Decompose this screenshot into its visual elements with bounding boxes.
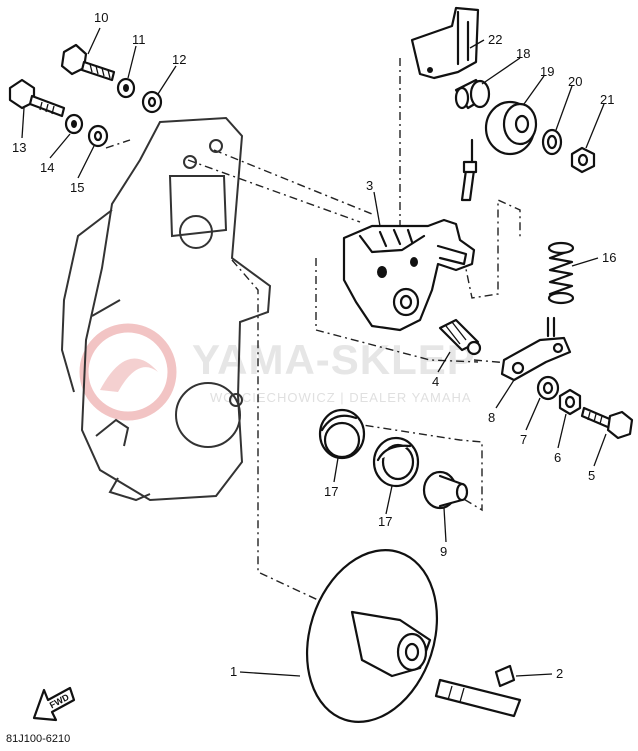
engine-case (60, 116, 272, 502)
part-12-washer[interactable] (141, 90, 163, 114)
callout-17-lower: 17 (378, 514, 392, 529)
callout-2: 2 (556, 666, 563, 681)
part-21-nut[interactable] (570, 146, 596, 174)
part-11-lock-washer[interactable] (116, 77, 136, 99)
callout-14: 14 (40, 160, 54, 175)
part-3-lever-housing[interactable] (342, 218, 476, 332)
callout-22: 22 (488, 32, 502, 47)
part-pin-rod (460, 138, 478, 202)
callout-4: 4 (432, 374, 439, 389)
watermark-subtitle: WOJCIECHOWICZ | DEALER YAMAHA (210, 390, 472, 405)
part-13-bolt[interactable] (8, 78, 66, 118)
callout-12: 12 (172, 52, 186, 67)
watermark-logo-mark (100, 358, 158, 392)
callout-9: 9 (440, 544, 447, 559)
part-19-roller[interactable] (484, 100, 538, 156)
fwd-arrow-icon: FWD (32, 686, 76, 722)
callout-5: 5 (588, 468, 595, 483)
part-20-washer[interactable] (541, 128, 563, 156)
callout-labels: 10 11 12 13 14 15 22 18 19 20 21 3 16 4 … (12, 10, 616, 681)
part-17-bushing-lower[interactable] (372, 436, 420, 488)
callout-20: 20 (568, 74, 582, 89)
part-4-adjuster[interactable] (438, 318, 482, 356)
part-10-bolt[interactable] (60, 43, 116, 82)
callout-6: 6 (554, 450, 561, 465)
part-7-washer[interactable] (536, 375, 560, 401)
part-8-lever[interactable] (500, 316, 572, 382)
part-5-bolt[interactable] (580, 406, 634, 440)
diagram-code: 81J100-6210 (6, 733, 70, 745)
callout-18: 18 (516, 46, 530, 61)
callout-3: 3 (366, 178, 373, 193)
callout-16: 16 (602, 250, 616, 265)
part-14-lock-washer[interactable] (64, 113, 84, 135)
part-18-collar[interactable] (454, 78, 491, 110)
callout-11: 11 (132, 32, 146, 47)
callout-8: 8 (488, 410, 495, 425)
callout-10: 10 (94, 10, 108, 25)
part-6-nut[interactable] (558, 388, 582, 416)
part-22-bracket[interactable] (410, 6, 480, 80)
callout-21: 21 (600, 92, 614, 107)
part-2-key[interactable] (494, 664, 516, 688)
part-16-spring[interactable] (547, 241, 575, 305)
callout-1: 1 (230, 664, 237, 679)
callout-19: 19 (540, 64, 554, 79)
leader-lines (21, 27, 607, 677)
callout-13: 13 (12, 140, 26, 155)
part-9-plunger[interactable] (422, 470, 469, 510)
part-1-pulley[interactable] (286, 533, 522, 739)
part-15-washer[interactable] (87, 124, 109, 148)
assembly-guides (105, 58, 521, 601)
watermark: YAMA-SKLEP WOJCIECHOWICZ | DEALER YAMAHA (79, 323, 475, 421)
callout-17-upper: 17 (324, 484, 338, 499)
callout-15: 15 (70, 180, 84, 195)
part-17-seal-upper[interactable] (318, 408, 366, 460)
callout-7: 7 (520, 432, 527, 447)
